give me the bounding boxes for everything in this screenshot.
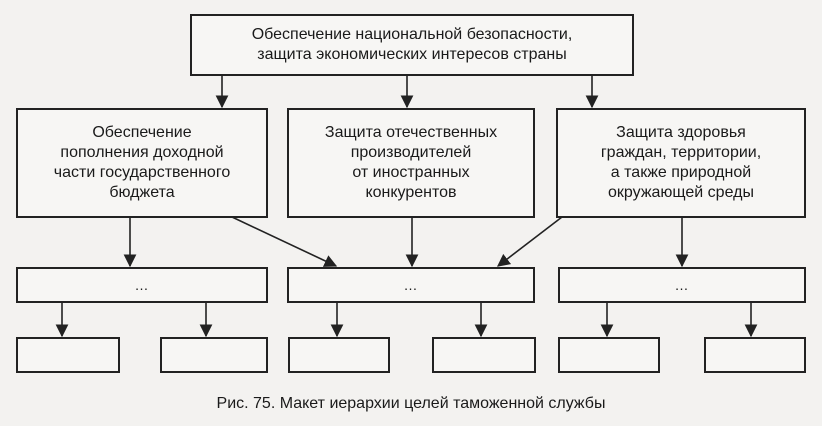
leaf-box-2 bbox=[160, 337, 268, 373]
subgoal-box-1: … bbox=[16, 267, 268, 303]
subgoal-box-3: … bbox=[558, 267, 806, 303]
goal-box-health: Защита здоровья граждан, территории, а т… bbox=[556, 108, 806, 218]
goal-box-producers: Защита отечественных производителей от и… bbox=[287, 108, 535, 218]
goal-label-budget: Обеспечение пополнения доходной части го… bbox=[53, 124, 231, 201]
leaf-box-1 bbox=[16, 337, 120, 373]
subgoal-ellipsis-1: … bbox=[134, 277, 150, 293]
leaf-box-6 bbox=[704, 337, 806, 373]
top-goal-box: Обеспечение национальной безопасности, з… bbox=[190, 14, 634, 76]
leaf-box-3 bbox=[288, 337, 390, 373]
subgoal-ellipsis-2: … bbox=[403, 277, 419, 293]
figure-caption: Рис. 75. Макет иерархии целей таможенной… bbox=[216, 395, 606, 412]
leaf-box-5 bbox=[558, 337, 660, 373]
goal-label-health: Защита здоровья граждан, территории, а т… bbox=[600, 124, 762, 201]
subgoal-box-2: … bbox=[287, 267, 535, 303]
top-goal-label: Обеспечение национальной безопасности, з… bbox=[251, 26, 573, 63]
arrow-goal-1-to-sub-2 bbox=[231, 216, 338, 267]
goal-label-producers: Защита отечественных производителей от и… bbox=[324, 124, 498, 201]
leaf-box-4 bbox=[432, 337, 536, 373]
arrow-goal-3-to-sub-2 bbox=[496, 216, 563, 267]
subgoal-ellipsis-3: … bbox=[674, 277, 690, 293]
goal-box-budget: Обеспечение пополнения доходной части го… bbox=[16, 108, 268, 218]
